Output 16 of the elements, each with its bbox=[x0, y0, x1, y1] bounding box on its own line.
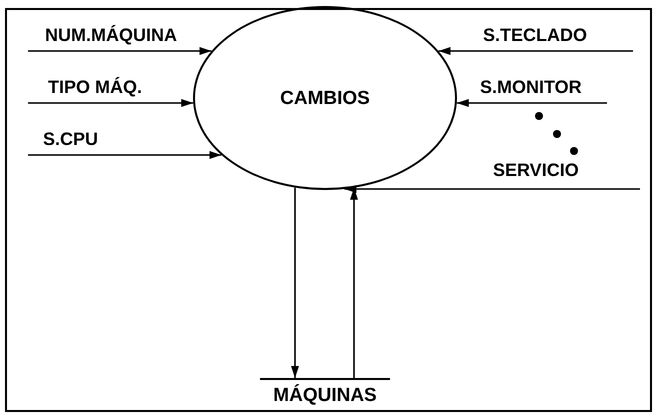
arrow bbox=[456, 99, 607, 107]
arrow bbox=[291, 188, 299, 378]
arrow bbox=[28, 151, 222, 159]
arrow bbox=[344, 185, 640, 193]
edge-label: SERVICIO bbox=[493, 161, 579, 179]
edge-label: S.MONITOR bbox=[480, 78, 582, 96]
arrow bbox=[28, 47, 212, 55]
node-label: CAMBIOS bbox=[280, 88, 370, 108]
edge-label: NUM.MÁQUINA bbox=[45, 26, 177, 44]
arrow bbox=[28, 99, 194, 107]
arrow bbox=[438, 47, 633, 55]
edge-label: S.CPU bbox=[43, 130, 98, 148]
node-label: MÁQUINAS bbox=[273, 386, 377, 404]
edge-label: TIPO MÁQ. bbox=[48, 78, 142, 96]
edge-label: S.TECLADO bbox=[483, 26, 588, 44]
process-ellipse bbox=[193, 6, 457, 190]
